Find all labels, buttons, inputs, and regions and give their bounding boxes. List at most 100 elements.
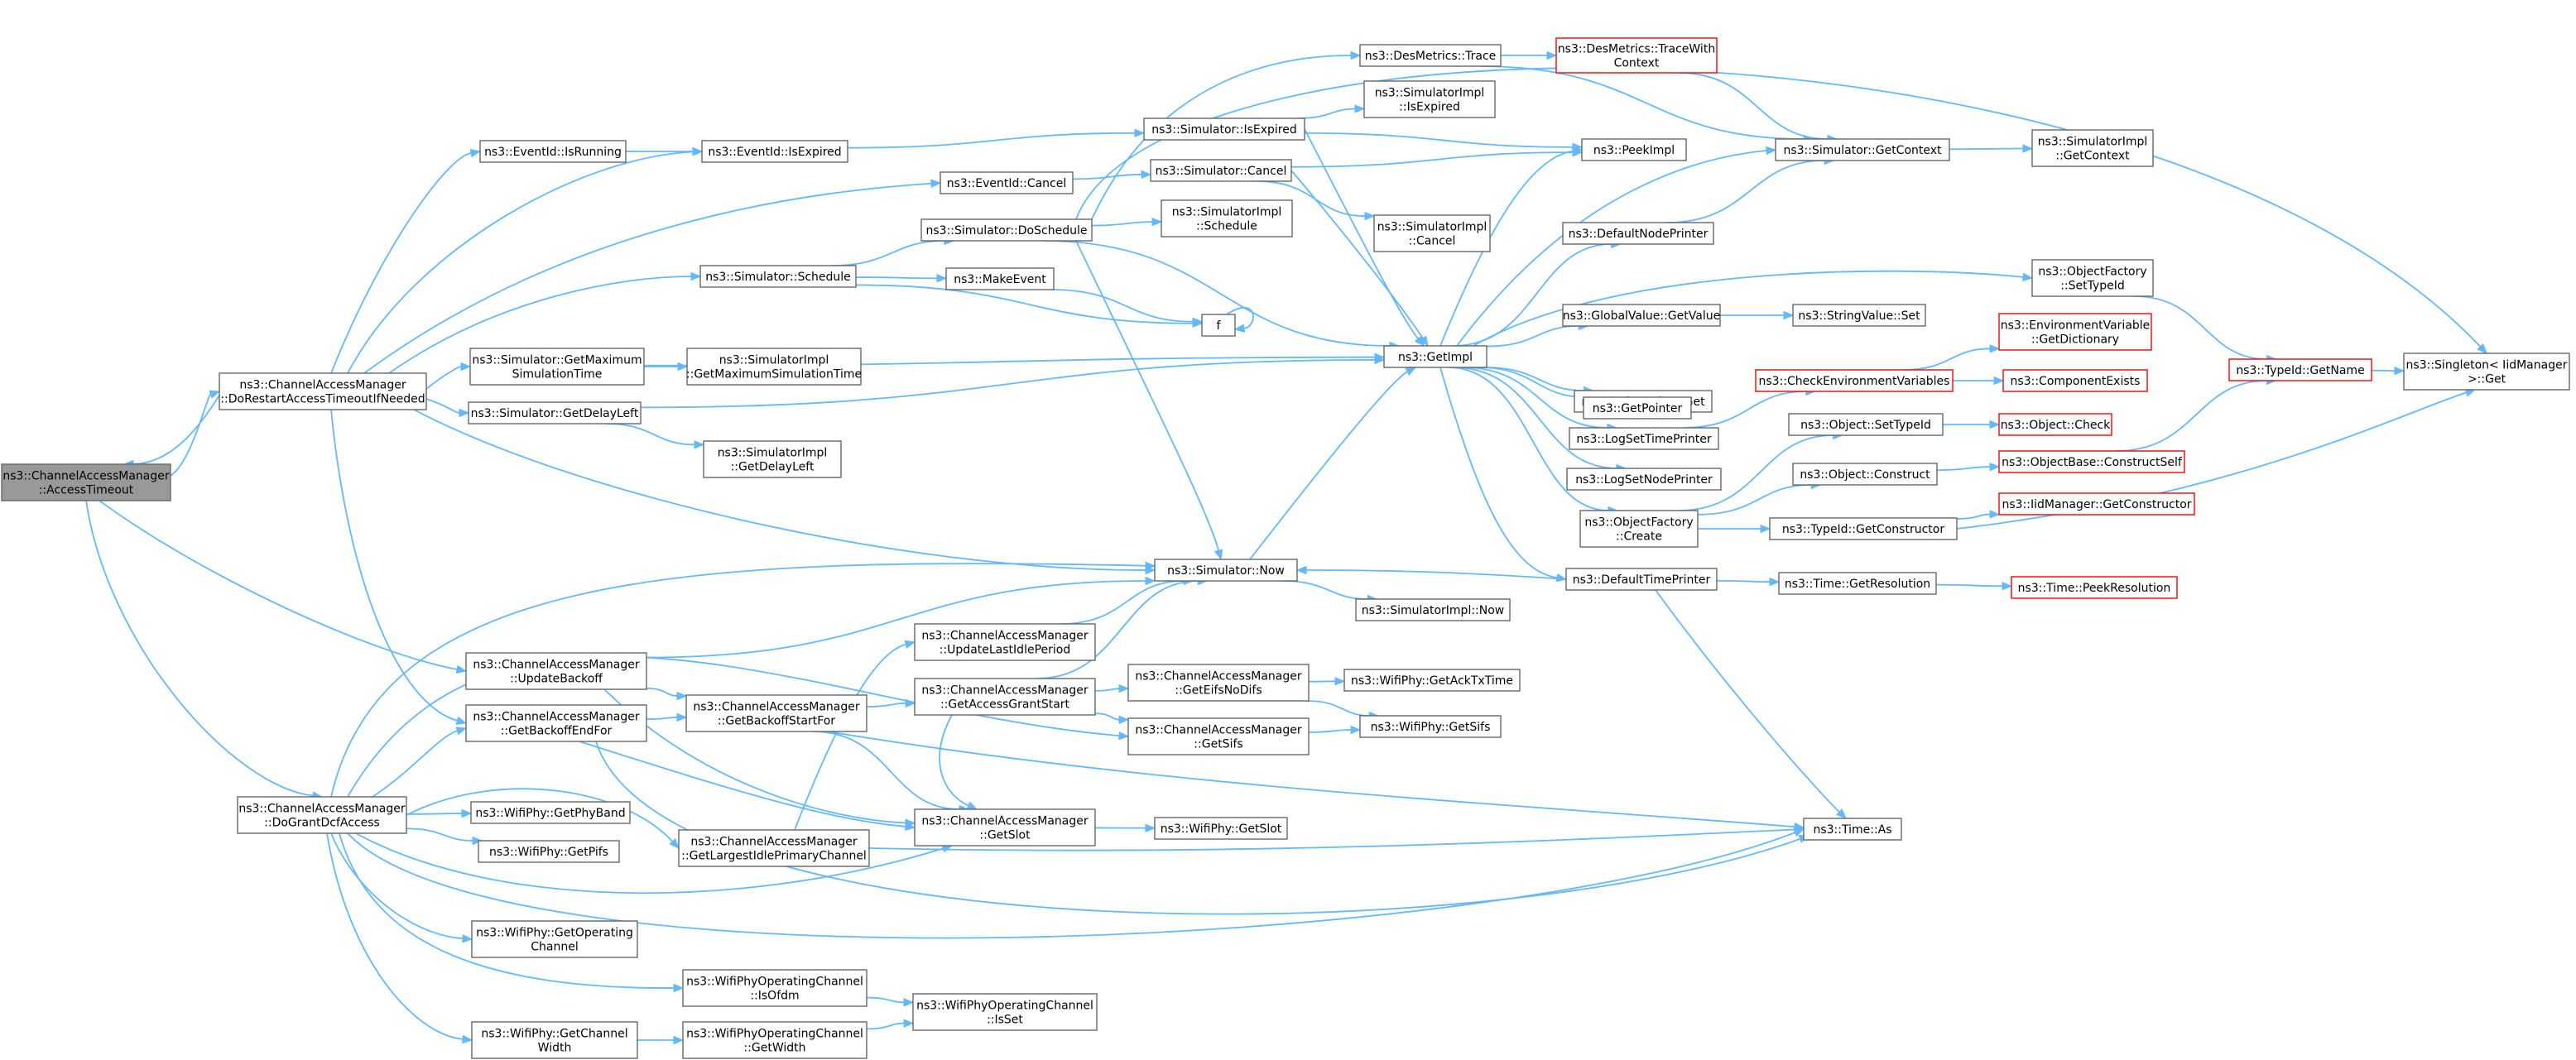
node-wifi-get-ack-tx-time[interactable]: ns3::WifiPhy::GetAckTxTime: [1343, 669, 1521, 692]
node-get-backoff-end-for[interactable]: ns3::ChannelAccessManager::GetBackoffEnd…: [465, 704, 647, 742]
node-time-peek-resolution[interactable]: ns3::Time::PeekResolution: [2011, 576, 2178, 599]
node-sim-impl-is-expired[interactable]: ns3::SimulatorImpl::IsExpired: [1363, 80, 1496, 118]
node-sim-get-max[interactable]: ns3::Simulator::GetMaximumSimulationTime: [469, 348, 645, 386]
node-sim-impl-now[interactable]: ns3::SimulatorImpl::Now: [1355, 598, 1511, 621]
node-time-as[interactable]: ns3::Time::As: [1803, 818, 1902, 841]
node-wifi-get-pifs[interactable]: ns3::WifiPhy::GetPifs: [478, 840, 620, 863]
node-default-time-printer[interactable]: ns3::DefaultTimePrinter: [1565, 568, 1718, 591]
node-sim-impl-cancel[interactable]: ns3::SimulatorImpl::Cancel: [1373, 214, 1491, 252]
node-get-access-grant-start[interactable]: ns3::ChannelAccessManager::GetAccessGran…: [914, 678, 1096, 716]
node-get-eifs-no-difs[interactable]: ns3::ChannelAccessManager::GetEifsNoDifs: [1127, 664, 1310, 702]
node-sim-impl-get-delay-left[interactable]: ns3::SimulatorImpl::GetDelayLeft: [703, 440, 842, 478]
node-sim-get-delay-left[interactable]: ns3::Simulator::GetDelayLeft: [468, 401, 642, 424]
edge-time-get-resolution-to-time-peek-resolution: [1935, 583, 2003, 588]
node-do-grant-dcf[interactable]: ns3::ChannelAccessManager::DoGrantDcfAcc…: [237, 796, 407, 834]
node-component-exists[interactable]: ns3::ComponentExists: [2002, 369, 2148, 392]
node-log-set-time-printer[interactable]: ns3::LogSetTimePrinter: [1569, 427, 1719, 450]
node-get-pointer[interactable]: ns3::GetPointer: [1583, 396, 1692, 420]
node-label: ns3::EnvironmentVariable: [2001, 319, 2151, 332]
node-op-channel-is-ofdm[interactable]: ns3::WifiPhyOperatingChannel::IsOfdm: [682, 969, 867, 1007]
node-sim-schedule[interactable]: ns3::Simulator::Schedule: [699, 265, 857, 288]
edge-do-restart-to-event-is-expired: [347, 151, 694, 374]
node-object-base-construct-self[interactable]: ns3::ObjectBase::ConstructSelf: [1998, 450, 2185, 473]
node-sim-get-context[interactable]: ns3::Simulator::GetContext: [1775, 138, 1950, 161]
node-box: [2031, 129, 2154, 167]
node-box: [471, 920, 638, 958]
edge-do-restart-to-sim-schedule: [388, 276, 692, 374]
edge-get-access-grant-start-to-sim-now: [1036, 580, 1199, 679]
node-type-id-get-name[interactable]: ns3::TypeId::GetName: [2228, 358, 2372, 381]
node-default-node-printer[interactable]: ns3::DefaultNodePrinter: [1562, 222, 1714, 245]
edge-sim-do-schedule-to-des-trace: [1091, 55, 1352, 220]
node-label: ns3::WifiPhy::GetPhyBand: [475, 807, 625, 820]
node-op-channel-get-width[interactable]: ns3::WifiPhyOperatingChannel::GetWidth: [682, 1021, 867, 1059]
node-event-is-expired[interactable]: ns3::EventId::IsExpired: [701, 140, 848, 163]
edge-arrowhead: [2394, 366, 2405, 376]
node-sim-is-expired[interactable]: ns3::Simulator::IsExpired: [1143, 118, 1305, 141]
node-sim-cancel[interactable]: ns3::Simulator::Cancel: [1150, 159, 1292, 182]
node-wifi-get-slot[interactable]: ns3::WifiPhy::GetSlot: [1154, 817, 1288, 840]
node-des-trace[interactable]: ns3::DesMetrics::Trace: [1359, 44, 1502, 67]
node-get-largest-idle[interactable]: ns3::ChannelAccessManager::GetLargestIdl…: [678, 829, 870, 867]
node-label: ::GetMaximumSimulationTime: [686, 367, 862, 381]
node-get-backoff-start-for[interactable]: ns3::ChannelAccessManager::GetBackoffSta…: [685, 694, 867, 732]
node-box: [1566, 468, 1722, 491]
node-object-set-type-id[interactable]: ns3::Object::SetTypeId: [1788, 413, 1944, 436]
node-do-restart[interactable]: ns3::ChannelAccessManager::DoRestartAcce…: [219, 372, 427, 410]
edge-sim-do-schedule-to-sim-impl-schedule: [1091, 221, 1153, 227]
node-singleton-get[interactable]: ns3::Singleton< IidManager >::Get: [2403, 353, 2570, 391]
node-sim-impl-get-max[interactable]: ns3::SimulatorImpl::GetMaximumSimulation…: [686, 348, 862, 386]
node-iid-manager-get-constructor[interactable]: ns3::IidManager::GetConstructor: [1998, 492, 2195, 516]
node-peek-impl[interactable]: ns3::PeekImpl: [1581, 138, 1687, 161]
edge-do-grant-dcf-to-time-as: [347, 832, 1796, 939]
edge-arrowhead: [1350, 725, 1362, 735]
node-update-backoff[interactable]: ns3::ChannelAccessManager::UpdateBackoff: [465, 652, 647, 690]
node-type-id-get-constructor[interactable]: ns3::TypeId::GetConstructor: [1769, 517, 1958, 540]
node-time-get-resolution[interactable]: ns3::Time::GetResolution: [1778, 572, 1937, 595]
node-wifi-get-phy-band[interactable]: ns3::WifiPhy::GetPhyBand: [470, 801, 631, 824]
node-sim-impl-schedule[interactable]: ns3::SimulatorImpl::Schedule: [1161, 199, 1293, 237]
node-sim-do-schedule[interactable]: ns3::Simulator::DoSchedule: [920, 218, 1093, 242]
node-env-var-get-dict[interactable]: ns3::EnvironmentVariable::GetDictionary: [1998, 313, 2152, 351]
node-get-impl[interactable]: ns3::GetImpl: [1383, 345, 1487, 368]
node-box: [468, 401, 642, 424]
node-label: ns3::DefaultTimePrinter: [1573, 573, 1711, 587]
node-object-factory-create[interactable]: ns3::ObjectFactory::Create: [1579, 510, 1699, 548]
node-box: [1373, 214, 1491, 252]
node-string-value-set[interactable]: ns3::StringValue::Set: [1792, 304, 1926, 327]
edge-get-impl-to-string-value-get: [1485, 367, 1584, 391]
node-get-sifs[interactable]: ns3::ChannelAccessManager::GetSifs: [1127, 717, 1310, 755]
node-object-check[interactable]: ns3::Object::Check: [1998, 413, 2112, 436]
node-object-construct[interactable]: ns3::Object::Construct: [1792, 463, 1938, 486]
node-event-cancel[interactable]: ns3::EventId::Cancel: [940, 171, 1074, 194]
node-wifi-get-sifs[interactable]: ns3::WifiPhy::GetSifs: [1359, 715, 1502, 738]
node-access-timeout[interactable]: ns3::ChannelAccessManager::AccessTimeout: [1, 463, 171, 501]
node-object-factory-set-type-id[interactable]: ns3::ObjectFactory::SetTypeId: [2031, 259, 2154, 297]
node-make-event[interactable]: ns3::MakeEvent: [945, 267, 1055, 290]
node-box: [469, 348, 645, 386]
edge-arrowhead: [673, 1035, 685, 1045]
edge-get-impl-to-get-pointer: [1478, 367, 1586, 398]
node-get-slot[interactable]: ns3::ChannelAccessManager::GetSlot: [914, 808, 1096, 847]
node-label: ns3::Time::As: [1813, 823, 1891, 837]
node-global-value-get-value[interactable]: ns3::GlobalValue::GetValue: [1562, 304, 1721, 327]
edge-arrowhead: [2477, 343, 2487, 354]
node-f[interactable]: f: [1201, 314, 1236, 337]
node-box: [914, 808, 1096, 847]
node-log-set-node-printer[interactable]: ns3::LogSetNodePrinter: [1566, 468, 1722, 491]
node-label: ns3::GlobalValue::GetValue: [1563, 309, 1720, 323]
edge-arrowhead: [676, 691, 688, 701]
node-box: [1583, 396, 1692, 420]
node-check-env-vars[interactable]: ns3::CheckEnvironmentVariables: [1755, 369, 1954, 392]
node-sim-impl-get-context[interactable]: ns3::SimulatorImpl::GetContext: [2031, 129, 2154, 167]
node-sim-now[interactable]: ns3::Simulator::Now: [1154, 559, 1298, 582]
node-label: ::GetLargestIdlePrimaryChannel: [681, 849, 867, 862]
node-event-is-running[interactable]: ns3::EventId::IsRunning: [479, 140, 627, 163]
edge-sim-get-context-to-sim-impl-get-context: [1949, 147, 2024, 151]
edge-arrowhead: [1836, 808, 1847, 819]
node-update-last-idle-period[interactable]: ns3::ChannelAccessManager::UpdateLastIdl…: [914, 623, 1096, 661]
node-op-channel-is-set[interactable]: ns3::WifiPhyOperatingChannel::IsSet: [912, 993, 1098, 1031]
